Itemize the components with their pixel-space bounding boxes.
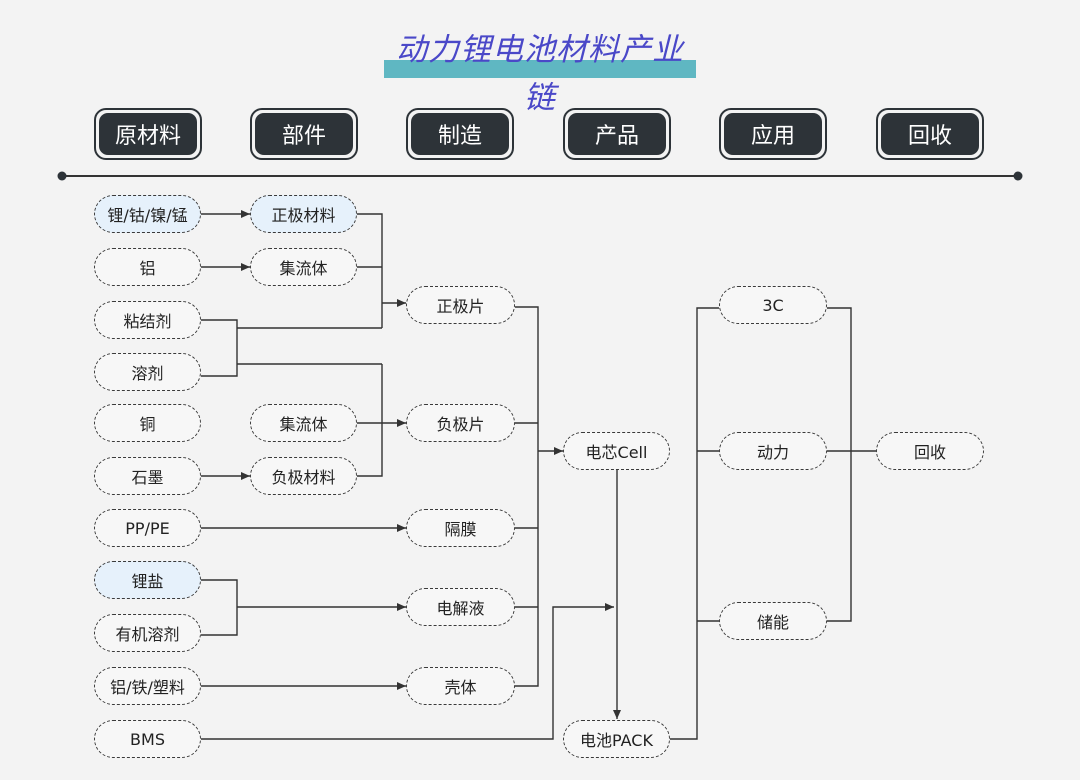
stage-components: 部件 <box>250 108 358 160</box>
node-cathode-sheet: 正极片 <box>406 286 515 324</box>
timeline-end-dot <box>1013 171 1023 181</box>
node-current-collector-anode: 集流体 <box>250 404 357 442</box>
stage-manufacturing: 制造 <box>406 108 514 160</box>
edge-bms-route <box>201 603 614 740</box>
node-solvent: 溶剂 <box>94 353 201 391</box>
timeline-start-dot <box>57 171 67 181</box>
node-copper: 铜 <box>94 404 201 442</box>
node-energy-storage: 储能 <box>719 602 827 640</box>
stage-recycling: 回收 <box>876 108 984 160</box>
node-anode-material: 负极材料 <box>250 457 357 495</box>
diagram-title: 动力锂电池材料产业链 <box>396 32 684 116</box>
node-power: 动力 <box>719 432 827 470</box>
node-aluminum: 铝 <box>94 248 201 286</box>
stage-products: 产品 <box>563 108 671 160</box>
bus-anode <box>357 364 383 477</box>
bracket-binder-solvent <box>201 319 238 377</box>
node-cathode-material: 正极材料 <box>250 195 357 233</box>
node-electrolyte: 电解液 <box>406 588 515 626</box>
bus-cathode <box>357 213 383 328</box>
node-al-fe-plastic: 铝/铁/塑料 <box>94 667 201 705</box>
bus-recycling <box>827 307 852 622</box>
node-pack: 电池PACK <box>563 720 670 758</box>
title-underline-bar <box>384 60 696 78</box>
node-lithium-cobalt-nickel-manganese: 锂/钴/镍/锰 <box>94 195 201 233</box>
node-recycle: 回收 <box>876 432 984 470</box>
node-bms: BMS <box>94 720 201 758</box>
node-casing: 壳体 <box>406 667 515 705</box>
stage-applications: 应用 <box>719 108 827 160</box>
node-separator: 隔膜 <box>406 509 515 547</box>
node-3c: 3C <box>719 286 827 324</box>
node-pp-pe: PP/PE <box>94 509 201 547</box>
stage-raw-materials: 原材料 <box>94 108 202 160</box>
node-cell: 电芯Cell <box>563 432 670 470</box>
node-organic-solvent: 有机溶剂 <box>94 614 201 652</box>
bracket-salt-organic <box>201 579 238 636</box>
node-anode-sheet: 负极片 <box>406 404 515 442</box>
bus-applications <box>669 307 719 740</box>
title-block: 动力锂电池材料产业链 <box>384 26 696 116</box>
bus-cell <box>515 306 539 687</box>
node-graphite: 石墨 <box>94 457 201 495</box>
node-lithium-salt: 锂盐 <box>94 561 201 599</box>
node-current-collector-cathode: 集流体 <box>250 248 357 286</box>
node-binder: 粘结剂 <box>94 301 201 339</box>
